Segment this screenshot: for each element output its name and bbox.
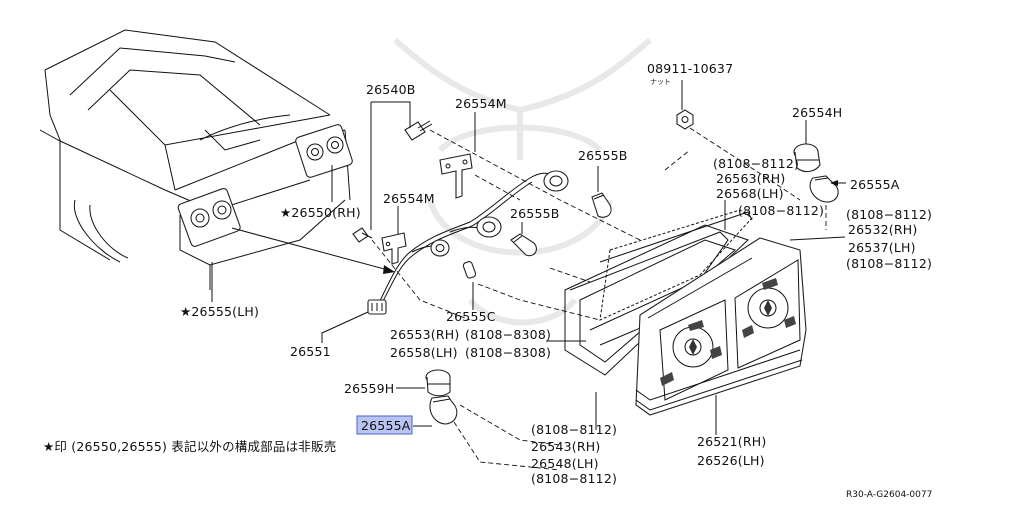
label-26554M-mid[interactable]: 26554M — [383, 191, 435, 206]
label-range-c: (8108−8112) — [846, 207, 932, 222]
label-range-e: (8108−8112) — [531, 422, 617, 437]
label-26543[interactable]: 26543(RH) — [531, 439, 600, 454]
bulb-26555B-top — [591, 192, 612, 218]
label-26548[interactable]: 26548(LH) — [531, 456, 599, 471]
wiring-harness — [367, 172, 553, 315]
label-26555B-mid[interactable]: 26555B — [510, 206, 560, 221]
label-26563[interactable]: 26563(RH) — [716, 171, 785, 186]
label-26555A-right[interactable]: 26555A — [850, 177, 900, 192]
label-range-a: (8108−8112) — [713, 156, 799, 171]
socket-26559H — [425, 369, 451, 397]
gasket-26563 — [569, 209, 753, 321]
socket-26555B-top — [543, 170, 569, 192]
label-range-f: (8108−8112) — [531, 471, 617, 486]
label-26559H[interactable]: 26559H — [344, 381, 394, 396]
bracket-26554M-mid — [381, 232, 407, 265]
label-26532[interactable]: 26532(RH) — [848, 222, 917, 237]
label-26550[interactable]: ★26550(RH) — [280, 205, 361, 220]
label-range-d: (8108−8112) — [846, 256, 932, 271]
label-range-8308-a: (8108−8308) — [465, 327, 551, 342]
label-26537[interactable]: 26537(LH) — [848, 240, 916, 255]
label-26555A-highlight[interactable]: 26555A — [361, 418, 411, 433]
label-26558[interactable]: 26558(LH) — [390, 345, 458, 360]
label-range-8308-b: (8108−8308) — [465, 345, 551, 360]
highlight-box — [356, 415, 413, 435]
socket-26555B-mid — [476, 216, 502, 238]
car-outline — [39, 29, 353, 290]
label-26553[interactable]: 26553(RH) — [390, 327, 459, 342]
bulb-26555C — [462, 261, 477, 279]
label-26521[interactable]: 26521(RH) — [697, 434, 766, 449]
assembly-dash-lines — [371, 127, 827, 471]
label-nut: ナット — [650, 78, 671, 86]
bulb-26555B-mid — [510, 233, 537, 257]
watermark-emblem — [393, 37, 652, 326]
screw-26540B-lower — [352, 227, 373, 243]
combination-lamp-26521 — [635, 237, 807, 416]
label-26555[interactable]: ★26555(LH) — [180, 304, 259, 319]
label-26554M-top[interactable]: 26554M — [455, 96, 507, 111]
screw-26540B — [404, 120, 433, 141]
leader-lines — [211, 80, 846, 435]
nut-08911-10637 — [676, 109, 694, 130]
label-26551[interactable]: 26551 — [290, 344, 331, 359]
diagram-code: R30-A-G2604-0077 — [846, 490, 932, 500]
label-26526[interactable]: 26526(LH) — [697, 453, 765, 468]
bulb-26555A-lower — [429, 395, 458, 425]
label-26540B[interactable]: 26540B — [366, 82, 416, 97]
label-26568[interactable]: 26568(LH) — [716, 186, 784, 201]
location-arrow — [231, 227, 395, 274]
label-26554H[interactable]: 26554H — [792, 105, 842, 120]
label-08911-10637[interactable]: 08911-10637 — [647, 61, 733, 76]
footnote: ★印 (26550,26555) 表記以外の構成部品は非販売 — [43, 439, 336, 454]
socket-small — [430, 239, 450, 257]
label-26555C[interactable]: 26555C — [446, 309, 496, 324]
label-26555B-top[interactable]: 26555B — [578, 148, 628, 163]
part-labels: 08911-10637 ナット 26540B 26554M 26555B 265… — [43, 61, 932, 500]
bracket-26554M-top — [439, 153, 473, 199]
label-range-b: (8108−8112) — [738, 203, 824, 218]
bulb-26555A-right — [809, 175, 839, 203]
